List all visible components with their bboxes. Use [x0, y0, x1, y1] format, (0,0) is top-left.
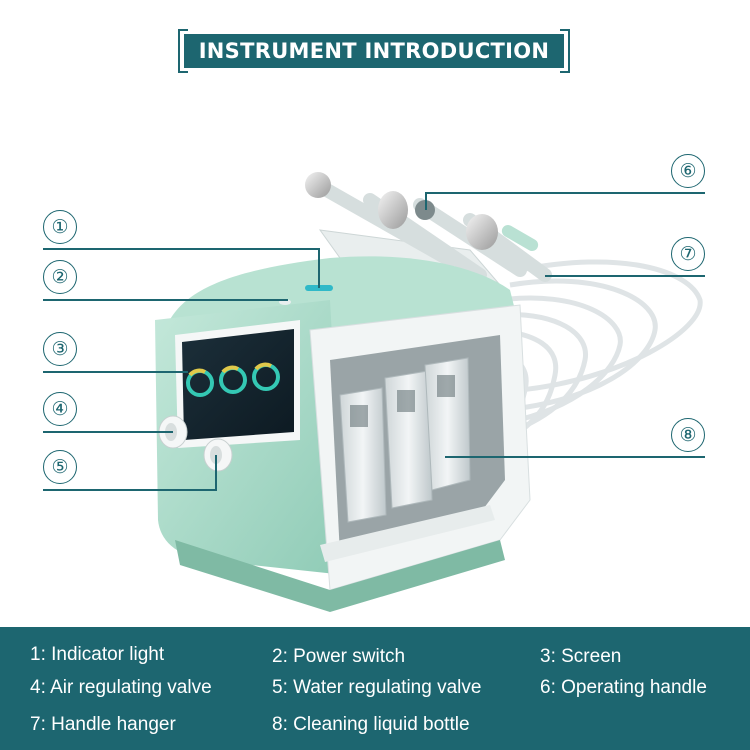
legend-item-3: 3: Screen	[540, 646, 622, 667]
callout-line-6	[425, 192, 705, 194]
title-bracket-left	[178, 29, 188, 73]
callout-line-1	[43, 248, 320, 250]
legend-item-5: 5: Water regulating valve	[272, 677, 482, 698]
callout-number-8: ⑧	[671, 418, 705, 452]
title-bracket-right	[560, 29, 570, 73]
callout-line-2	[43, 299, 288, 301]
legend-item-1: 1: Indicator light	[30, 644, 165, 665]
callout-line-3	[43, 371, 188, 373]
callout-line-1-drop	[318, 248, 320, 288]
legend-item-4: 4: Air regulating valve	[30, 677, 212, 698]
screen-gauges	[186, 362, 280, 397]
callout-number-2: ②	[43, 260, 77, 294]
legend-panel: 1: Indicator light 2: Power switch 3: Sc…	[0, 627, 750, 750]
callout-number-6: ⑥	[671, 154, 705, 188]
callout-line-8	[445, 456, 705, 458]
device-illustration	[155, 172, 703, 612]
title-banner: INSTRUMENT INTRODUCTION	[178, 29, 570, 73]
legend-item-7: 7: Handle hanger	[30, 714, 176, 735]
callout-line-7	[545, 275, 705, 277]
legend-item-6: 6: Operating handle	[540, 677, 707, 698]
callout-number-5: ⑤	[43, 450, 77, 484]
callout-line-4	[43, 431, 173, 433]
operating-handles	[305, 172, 552, 282]
legend-item-8: 8: Cleaning liquid bottle	[272, 714, 470, 735]
callout-line-5-rise	[215, 455, 217, 491]
callout-number-3: ③	[43, 332, 77, 366]
callout-line-6-drop	[425, 192, 427, 210]
page-title: INSTRUMENT INTRODUCTION	[184, 34, 564, 68]
callout-line-5	[43, 489, 217, 491]
callout-number-4: ④	[43, 392, 77, 426]
callout-number-1: ①	[43, 210, 77, 244]
callout-number-7: ⑦	[671, 237, 705, 271]
legend-item-2: 2: Power switch	[272, 646, 406, 667]
